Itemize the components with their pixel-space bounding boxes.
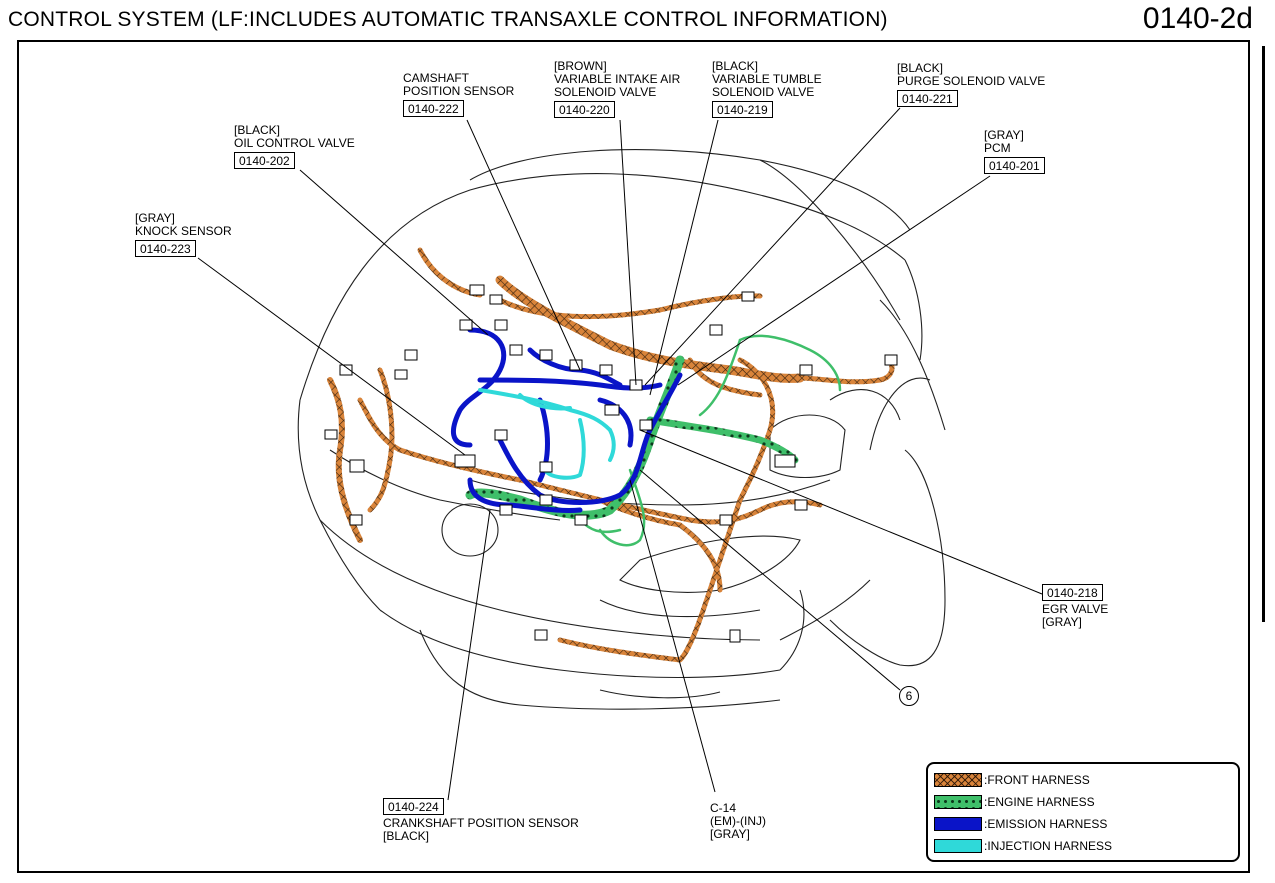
page-edge-bar xyxy=(1262,46,1265,622)
egr-valve-code: 0140-218 xyxy=(1042,584,1103,601)
pcm-code: 0140-201 xyxy=(984,157,1045,174)
emission-harness-swatch-icon xyxy=(934,817,982,831)
injection-harness-swatch-icon xyxy=(934,839,982,853)
injection-harness xyxy=(478,388,616,480)
leader-lines xyxy=(197,107,1043,801)
crankshaft-label: 0140-224 CRANKSHAFT POSITION SENSOR [BLA… xyxy=(383,798,579,843)
c14-connector-label: C-14 (EM)-(INJ) [GRAY] xyxy=(710,801,766,841)
knock-sensor-code: 0140-223 xyxy=(135,240,196,257)
legend-item-engine-harness: :ENGINE HARNESS xyxy=(934,794,1095,810)
camshaft-label: CAMSHAFT POSITION SENSOR 0140-222 xyxy=(403,71,515,117)
knock-sensor-label: [GRAY] KNOCK SENSOR 0140-223 xyxy=(135,211,232,257)
legend-item-emission-harness: :EMISSION HARNESS xyxy=(934,816,1107,832)
front-harness-swatch-icon xyxy=(934,773,982,787)
legend-item-front-harness: :FRONT HARNESS xyxy=(934,772,1090,788)
legend-item-injection-harness: :INJECTION HARNESS xyxy=(934,838,1112,854)
egr-valve-label: 0140-218 EGR VALVE [GRAY] xyxy=(1042,584,1109,629)
page-title: CONTROL SYSTEM (LF:INCLUDES AUTOMATIC TR… xyxy=(8,8,888,31)
engine-harness-swatch-icon xyxy=(934,795,982,809)
diagram-frame xyxy=(17,40,1250,873)
purge-code: 0140-221 xyxy=(897,90,958,107)
connector-blocks xyxy=(324,284,898,643)
crankshaft-code: 0140-224 xyxy=(383,798,444,815)
intake-air-code: 0140-220 xyxy=(554,101,615,118)
intake-air-label: [BROWN] VARIABLE INTAKE AIR SOLENOID VAL… xyxy=(554,59,681,118)
page-code: 0140-2d xyxy=(1142,2,1253,35)
harness-legend: :FRONT HARNESS :ENGINE HARNESS :EMISSION… xyxy=(926,762,1240,862)
vehicle-body-outline xyxy=(297,149,946,710)
oil-control-label: [BLACK] OIL CONTROL VALVE 0140-202 xyxy=(234,123,355,169)
pcm-label: [GRAY] PCM 0140-201 xyxy=(984,129,1045,174)
tumble-label: [BLACK] VARIABLE TUMBLE SOLENOID VALVE 0… xyxy=(712,59,822,118)
callout-6: 6 xyxy=(899,686,919,706)
tumble-code: 0140-219 xyxy=(712,101,773,118)
camshaft-code: 0140-222 xyxy=(403,100,464,117)
purge-label: [BLACK] PURGE SOLENOID VALVE 0140-221 xyxy=(897,61,1046,107)
oil-control-code: 0140-202 xyxy=(234,152,295,169)
